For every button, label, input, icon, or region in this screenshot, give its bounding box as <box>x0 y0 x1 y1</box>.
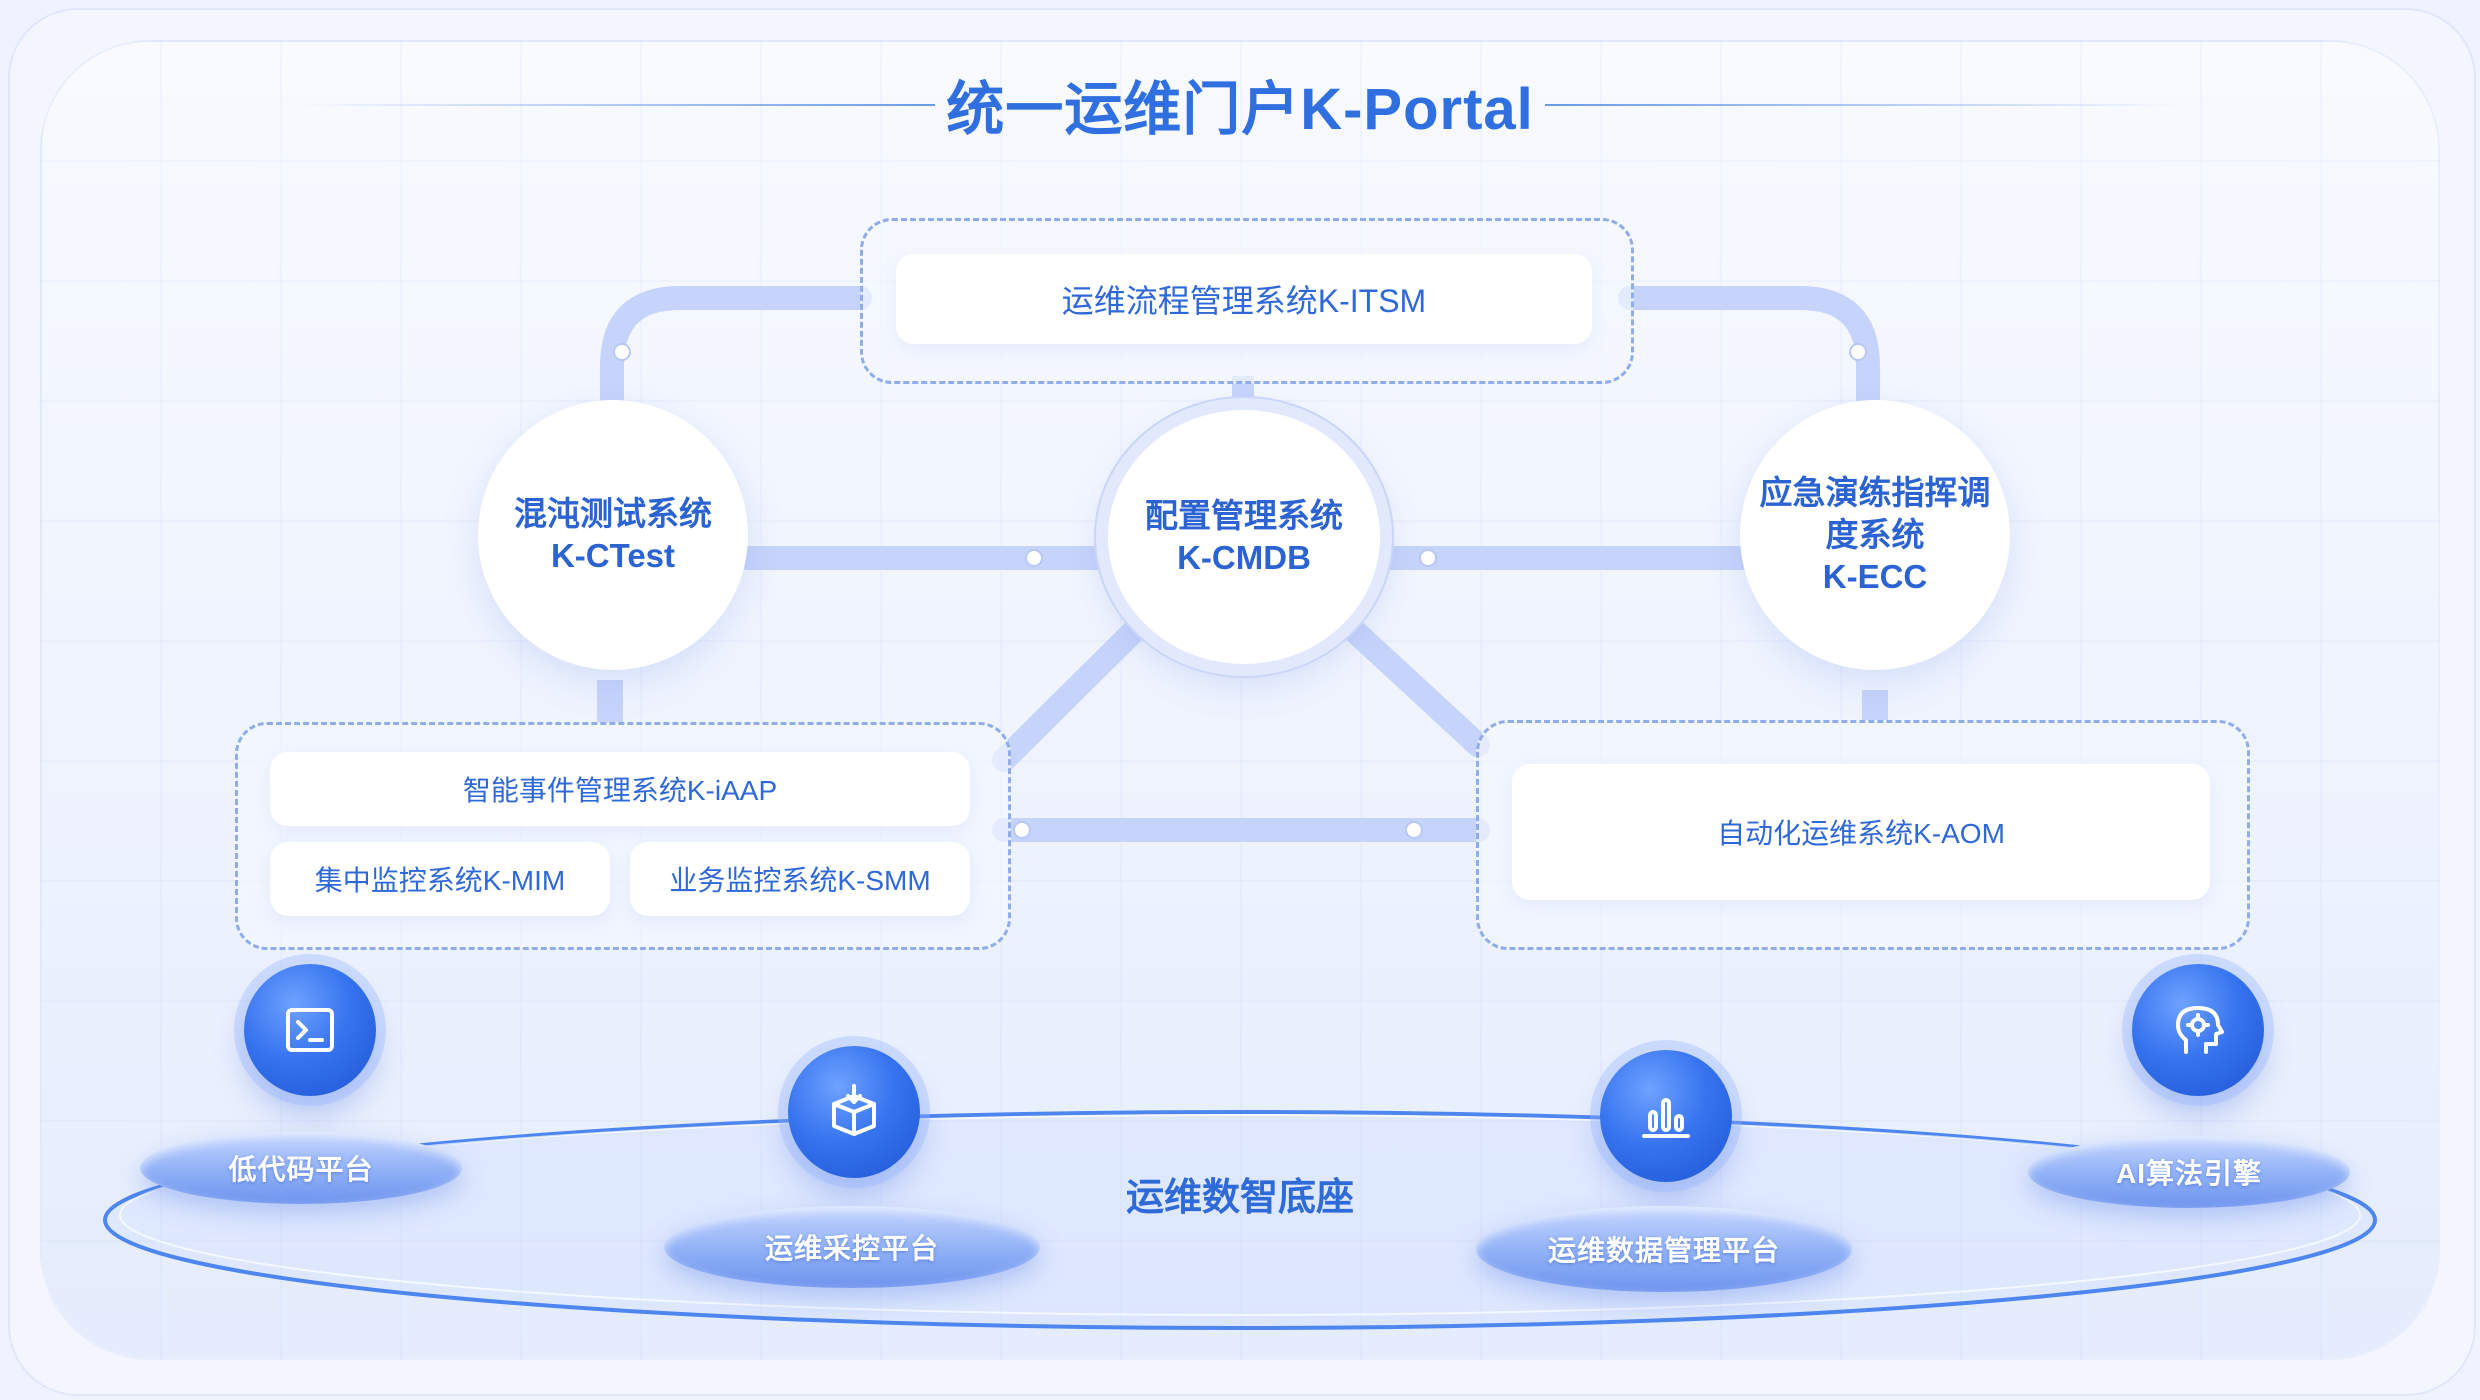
aom-card[interactable]: 自动化运维系统K-AOM <box>1512 764 2210 900</box>
platform-data-management[interactable]: 运维数据管理平台 <box>1476 1206 1852 1292</box>
box-download-icon <box>832 1084 876 1136</box>
page-title: 统一运维门户K-Portal <box>946 77 1534 142</box>
platform-collect-control[interactable]: 运维采控平台 <box>664 1206 1040 1288</box>
collect-icon-ball[interactable] <box>788 1046 920 1178</box>
ecc-name-2: 度系统 <box>1825 516 1925 553</box>
smm-card[interactable]: 业务监控系统K-SMM <box>630 842 970 916</box>
cmdb-code: K-CMDB <box>1177 539 1311 576</box>
platform-ai-engine[interactable]: AI算法引擎 <box>2028 1136 2350 1208</box>
iaap-card[interactable]: 智能事件管理系统K-iAAP <box>270 752 970 826</box>
low-code-icon-ball[interactable] <box>244 964 376 1096</box>
mim-card[interactable]: 集中监控系统K-MIM <box>270 842 610 916</box>
platform-low-code[interactable]: 低代码平台 <box>140 1132 462 1204</box>
title-right-rule <box>1545 104 2185 106</box>
ecc-node[interactable]: 应急演练指挥调 度系统 K-ECC <box>1740 400 2010 670</box>
data-mgmt-icon-ball[interactable] <box>1600 1050 1732 1182</box>
terminal-icon <box>286 1008 334 1052</box>
cmdb-name: 配置管理系统 <box>1145 497 1343 534</box>
ctest-name: 混沌测试系统 <box>514 495 712 532</box>
cmdb-node[interactable]: 配置管理系统 K-CMDB <box>1108 410 1380 664</box>
ecc-code: K-ECC <box>1822 558 1928 595</box>
itsm-card[interactable]: 运维流程管理系统K-ITSM <box>896 254 1592 344</box>
base-label: 运维数智底座 <box>1125 1177 1354 1219</box>
ctest-node[interactable]: 混沌测试系统 K-CTest <box>478 400 748 670</box>
title-left-rule <box>295 104 935 106</box>
ctest-code: K-CTest <box>550 537 676 574</box>
ecc-name-1: 应急演练指挥调 <box>1759 474 1991 511</box>
ai-engine-icon-ball[interactable] <box>2132 964 2264 1096</box>
ai-head-icon <box>2176 1006 2224 1054</box>
bar-chart-icon <box>1642 1098 1690 1138</box>
